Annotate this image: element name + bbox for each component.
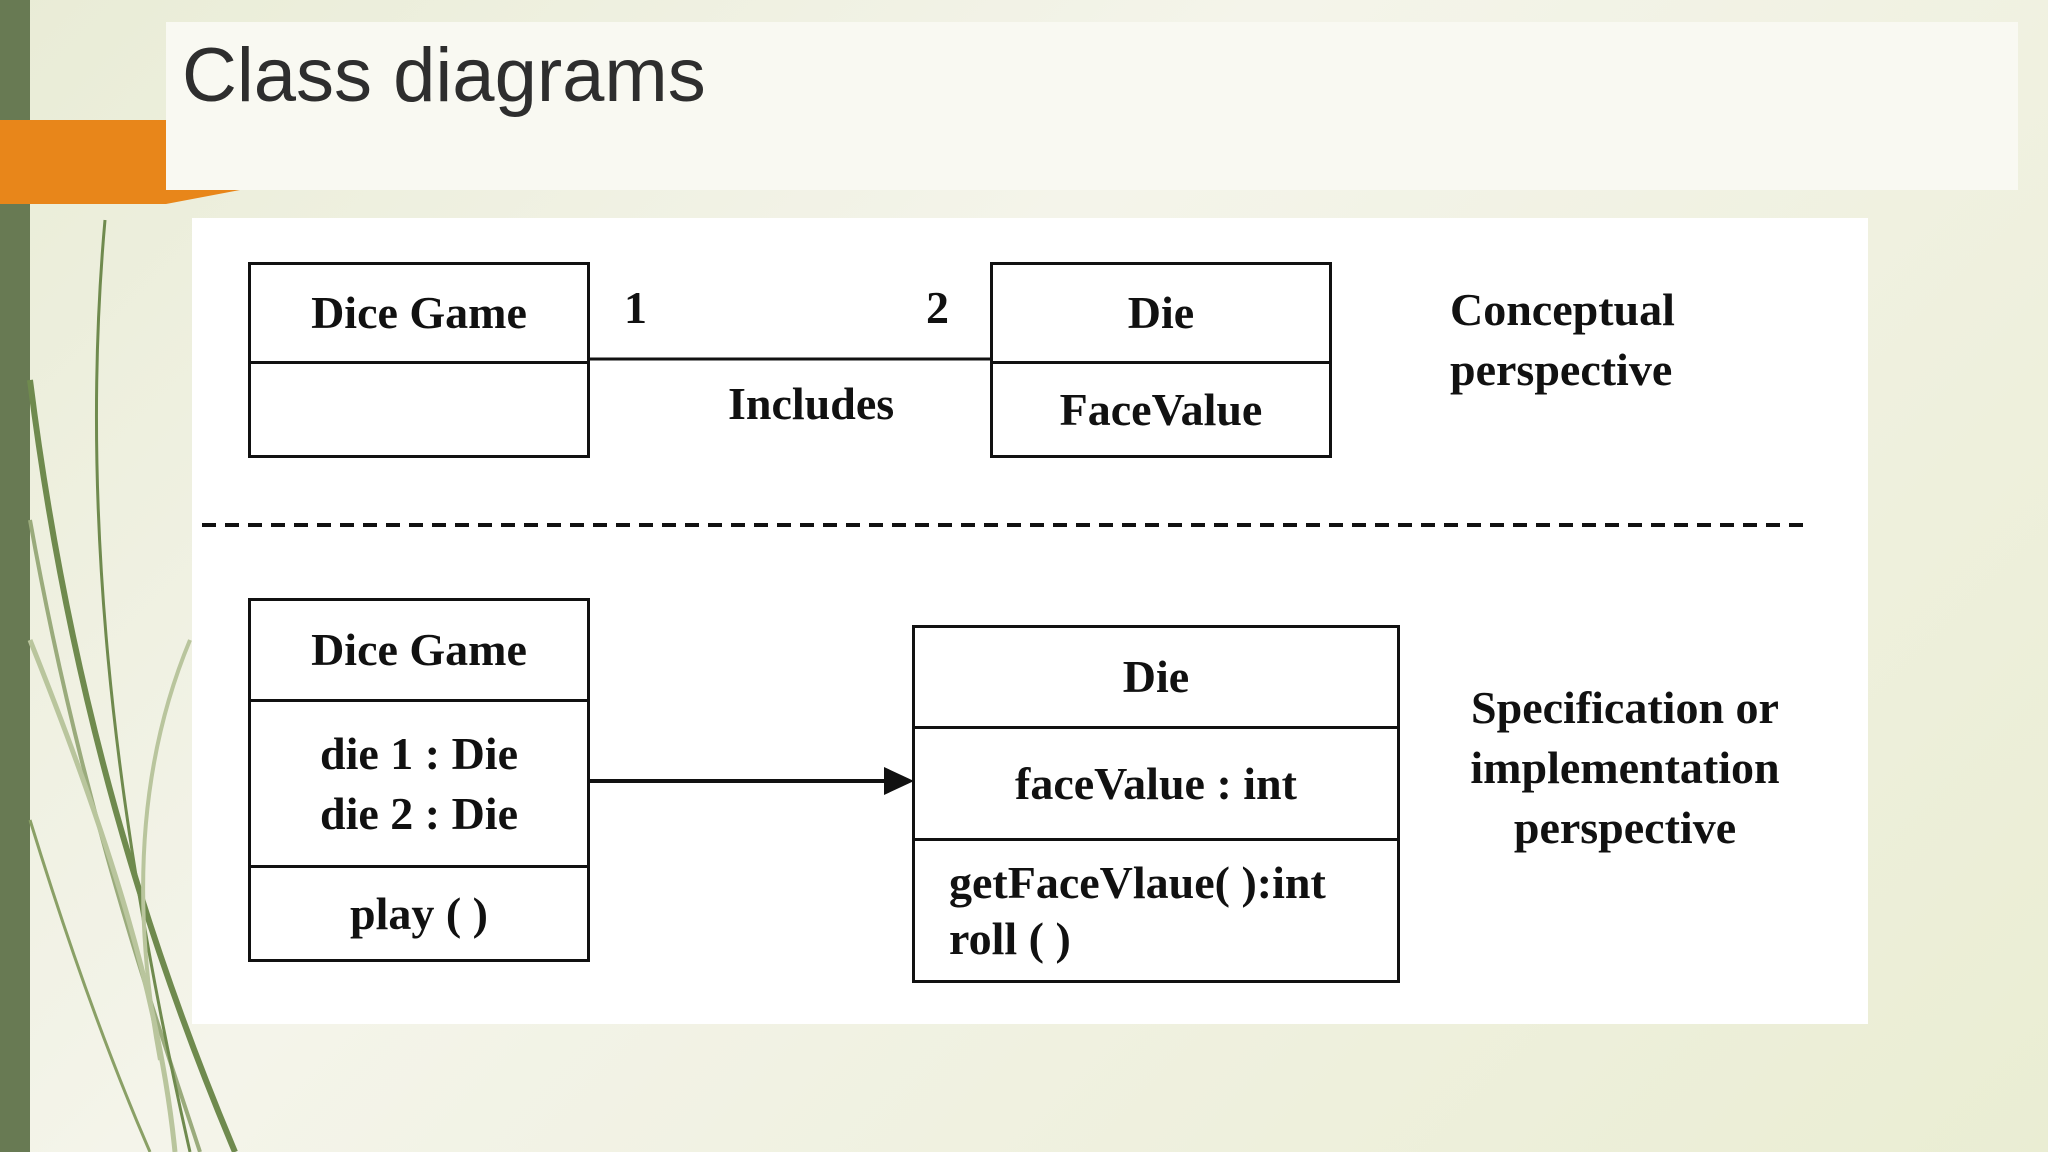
class-name: Dice Game — [311, 287, 527, 338]
class-name-compartment: Die — [915, 628, 1397, 726]
specification-perspective-label: Specification or implementation perspect… — [1460, 678, 1790, 858]
conceptual-dice-game-class: Dice Game — [248, 262, 590, 458]
class-name-compartment: Die — [993, 265, 1329, 361]
class-name-compartment: Dice Game — [251, 265, 587, 361]
operation: getFaceVlaue( ):int — [949, 856, 1326, 908]
label-line: perspective — [1450, 344, 1673, 395]
label-line: Conceptual — [1450, 284, 1675, 335]
conceptual-die-class: Die FaceValue — [990, 262, 1332, 458]
association-name: Includes — [728, 378, 895, 429]
label-line: Specification or — [1471, 682, 1779, 733]
operation-compartment: play ( ) — [251, 865, 587, 959]
navigability-arrowhead — [884, 767, 914, 795]
diagram-lines — [202, 357, 1808, 795]
class-name: Die — [1127, 287, 1195, 338]
spec-dice-game-class: Dice Game die 1 : Die die 2 : Die play (… — [248, 598, 590, 962]
page-title: Class diagrams — [182, 33, 706, 118]
title-band — [166, 22, 2018, 190]
attribute-compartment: faceValue : int — [915, 726, 1397, 838]
orange-accent-tab — [0, 120, 166, 204]
operation-compartment: getFaceVlaue( ):int roll ( ) — [915, 838, 1397, 980]
class-name: Dice Game — [311, 624, 527, 675]
operation: play ( ) — [350, 887, 488, 939]
attribute: die 1 : Die — [319, 727, 518, 779]
attribute: FaceValue — [1059, 383, 1263, 435]
attribute-compartment — [251, 361, 587, 455]
multiplicity-a: 1 — [624, 282, 647, 333]
attribute-compartment: FaceValue — [993, 361, 1329, 455]
label-line: implementation — [1470, 742, 1780, 793]
orange-accent-tail — [166, 190, 240, 204]
multiplicity-b: 2 — [926, 282, 949, 333]
decorative-leaves — [27, 219, 238, 1152]
attribute: faceValue : int — [1015, 757, 1297, 809]
operation: roll ( ) — [949, 912, 1071, 964]
spec-die-class: Die faceValue : int getFaceVlaue( ):int … — [912, 625, 1400, 983]
attribute: die 2 : Die — [319, 787, 518, 839]
diagram-panel: Dice Game Die FaceValue 1 2 Includes Con… — [192, 218, 1868, 1024]
class-name: Die — [1122, 651, 1190, 702]
label-line: perspective — [1513, 802, 1737, 853]
class-name-compartment: Dice Game — [251, 601, 587, 699]
conceptual-perspective-label: Conceptual perspective — [1450, 280, 1675, 400]
attribute-compartment: die 1 : Die die 2 : Die — [251, 699, 587, 865]
